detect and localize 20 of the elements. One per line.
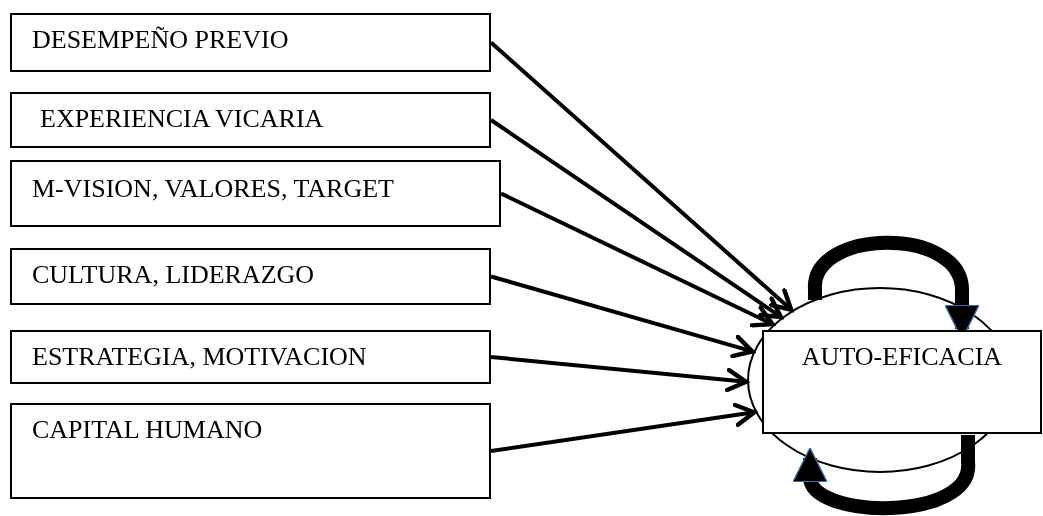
arrow bbox=[490, 402, 757, 453]
node-label: CULTURA, LIDERAZGO bbox=[32, 260, 315, 290]
node-label: CAPITAL HUMANO bbox=[32, 415, 263, 445]
node-label: DESEMPEÑO PREVIO bbox=[32, 25, 289, 55]
arrow bbox=[490, 274, 755, 359]
arrow bbox=[490, 355, 749, 393]
factor-box bbox=[10, 330, 491, 384]
factor-box bbox=[10, 92, 491, 148]
factor-box bbox=[10, 248, 491, 305]
node-label: AUTO-EFICACIA bbox=[800, 342, 1004, 372]
factor-box bbox=[10, 13, 491, 72]
node-label: M-VISION, VALORES, TARGET bbox=[32, 174, 394, 204]
factor-box bbox=[10, 403, 491, 499]
arrow bbox=[489, 118, 783, 320]
node-label: EXPERIENCIA VICARIA bbox=[40, 104, 324, 134]
factor-box bbox=[10, 160, 501, 227]
node-label: ESTRATEGIA, MOTIVACION bbox=[32, 342, 367, 372]
arrow bbox=[489, 41, 794, 312]
factor-box bbox=[762, 330, 1042, 434]
arrow bbox=[500, 191, 775, 328]
